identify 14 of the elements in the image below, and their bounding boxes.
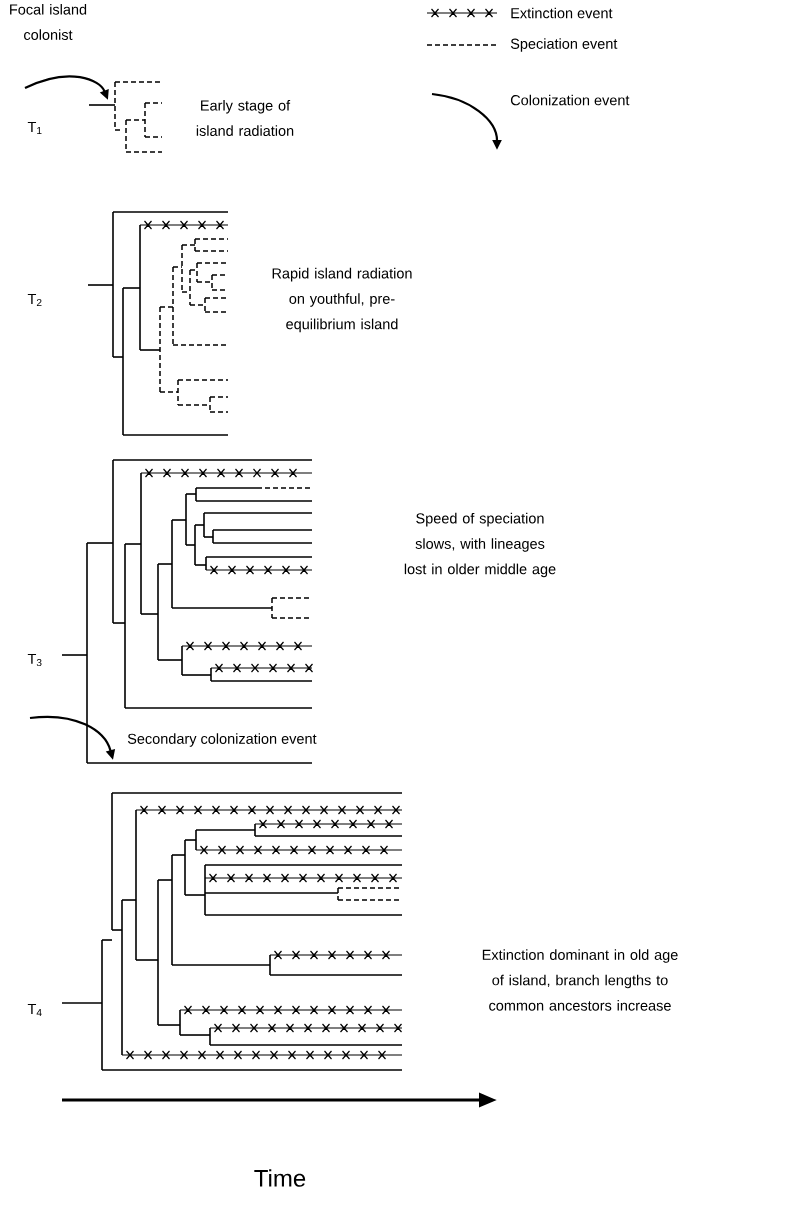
annotation-text: Extinction dominant in old age of island, branch lengths to common ancestors increase [482,949,678,1011]
stage-label: T$_{2}$ [27,293,42,307]
annotation-text: Rapid island radiation on youthful, pre-equilibrium island [272,267,412,333]
annotation-text: Speed of speciation slows, with lineages lost in older middle age [404,512,556,578]
stage-label: T$_{4}$ [27,1003,42,1017]
axis-label: Time [254,1169,306,1187]
stage-label: T$_{1}$ [27,121,42,135]
stage-label: T$_{3}$ [27,653,42,667]
legend-text: Colonization event [510,94,630,106]
legend-text: Speciation event [510,38,618,52]
annotation-text: Early stage of island radiation [196,100,294,136]
legend-text: Extinction event [511,7,613,19]
annotation-text: Secondary colonization event [127,733,317,747]
annotation-text: Focal island colonist [10,4,87,40]
